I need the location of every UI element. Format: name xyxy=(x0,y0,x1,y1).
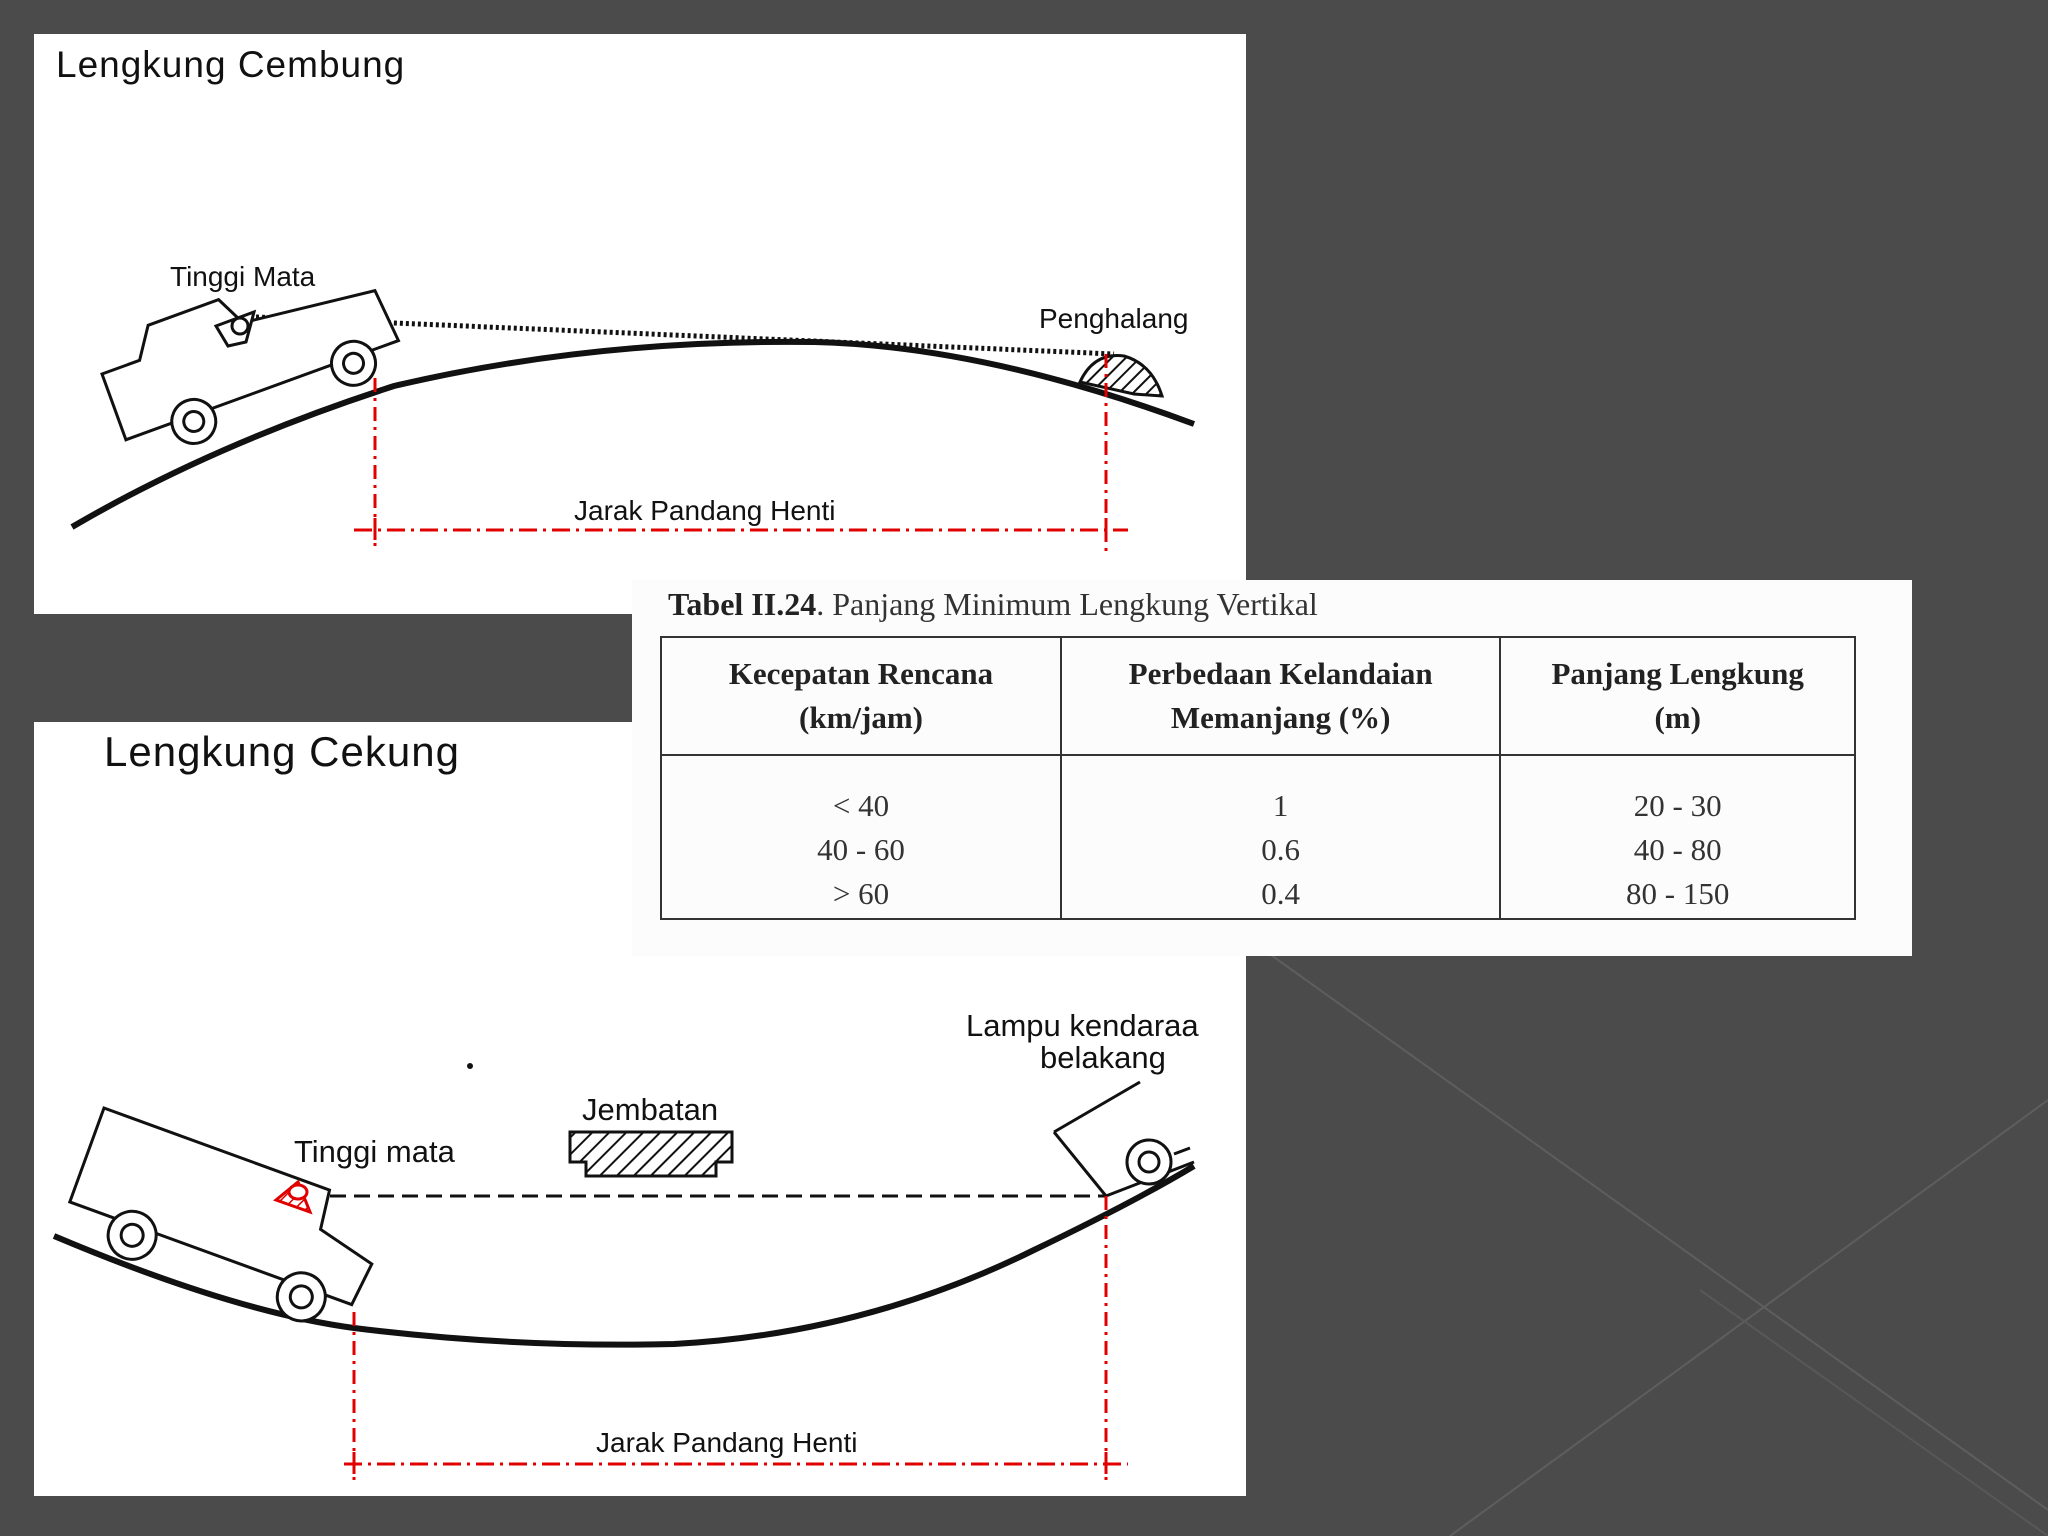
rear-lamp-label-line2: belakang xyxy=(1040,1040,1166,1075)
convex-curve-diagram: Tinggi Mata Penghalang Jarak Pandang Hen… xyxy=(70,261,1196,552)
stopping-distance-label: Jarak Pandang Henti xyxy=(574,495,836,526)
table-header-row: Kecepatan Rencana (km/jam) Perbedaan Kel… xyxy=(660,636,1856,756)
concave-curve-diagram: Tinggi mata Jembatan Lampu kendaraa bela… xyxy=(52,1008,1199,1484)
header-curve-length: Panjang Lengkung (m) xyxy=(1499,636,1856,756)
driver-icon xyxy=(272,1179,313,1215)
curve-length-values: 20 - 30 40 - 80 80 - 150 xyxy=(1499,755,1856,919)
bridge-label: Jembatan xyxy=(582,1092,718,1127)
stopping-distance-label: Jarak Pandang Henti xyxy=(596,1427,858,1458)
table-caption: Tabel II.24. Panjang Minimum Lengkung Ve… xyxy=(668,586,1318,623)
obstacle-icon xyxy=(1077,354,1165,398)
minimum-vertical-curve-length-table: Kecepatan Rencana (km/jam) Perbedaan Kel… xyxy=(660,636,1856,920)
car-icon xyxy=(67,1106,374,1323)
convex-distance-dimension xyxy=(354,354,1128,552)
eye-height-label: Tinggi Mata xyxy=(170,261,316,292)
table-caption-text: . Panjang Minimum Lengkung Vertikal xyxy=(816,586,1318,622)
convex-curve-panel: Lengkung Cembung xyxy=(34,34,1246,614)
grade-difference-values: 1 0.6 0.4 xyxy=(1059,755,1502,919)
concave-distance-dimension xyxy=(344,1196,1128,1484)
concave-road-profile xyxy=(52,1163,1196,1348)
convex-road-profile xyxy=(70,338,1196,530)
bridge-icon xyxy=(568,1130,734,1178)
header-grade-difference: Perbedaan Kelandaian Memanjang (%) xyxy=(1059,636,1502,756)
obstacle-label: Penghalang xyxy=(1039,303,1188,334)
driver-icon xyxy=(213,309,257,348)
car-icon xyxy=(100,288,401,445)
eye-height-label: Tinggi mata xyxy=(294,1134,456,1169)
concave-curve-title: Lengkung Cekung xyxy=(104,728,460,775)
header-design-speed: Kecepatan Rencana (km/jam) xyxy=(660,636,1062,756)
table-caption-number: Tabel II.24 xyxy=(668,586,817,622)
table-panel: Tabel II.24. Panjang Minimum Lengkung Ve… xyxy=(632,580,1912,956)
design-speed-values: < 40 40 - 60 > 60 xyxy=(660,755,1062,919)
table-row: < 40 40 - 60 > 60 1 0.6 0.4 20 - 30 40 -… xyxy=(660,755,1856,919)
line-of-sight xyxy=(255,314,1115,357)
rear-vehicle-icon xyxy=(1052,1080,1195,1198)
rear-lamp-label-line1: Lampu kendaraa xyxy=(966,1008,1199,1043)
convex-curve-title: Lengkung Cembung xyxy=(56,44,406,85)
stray-dot xyxy=(467,1063,473,1069)
